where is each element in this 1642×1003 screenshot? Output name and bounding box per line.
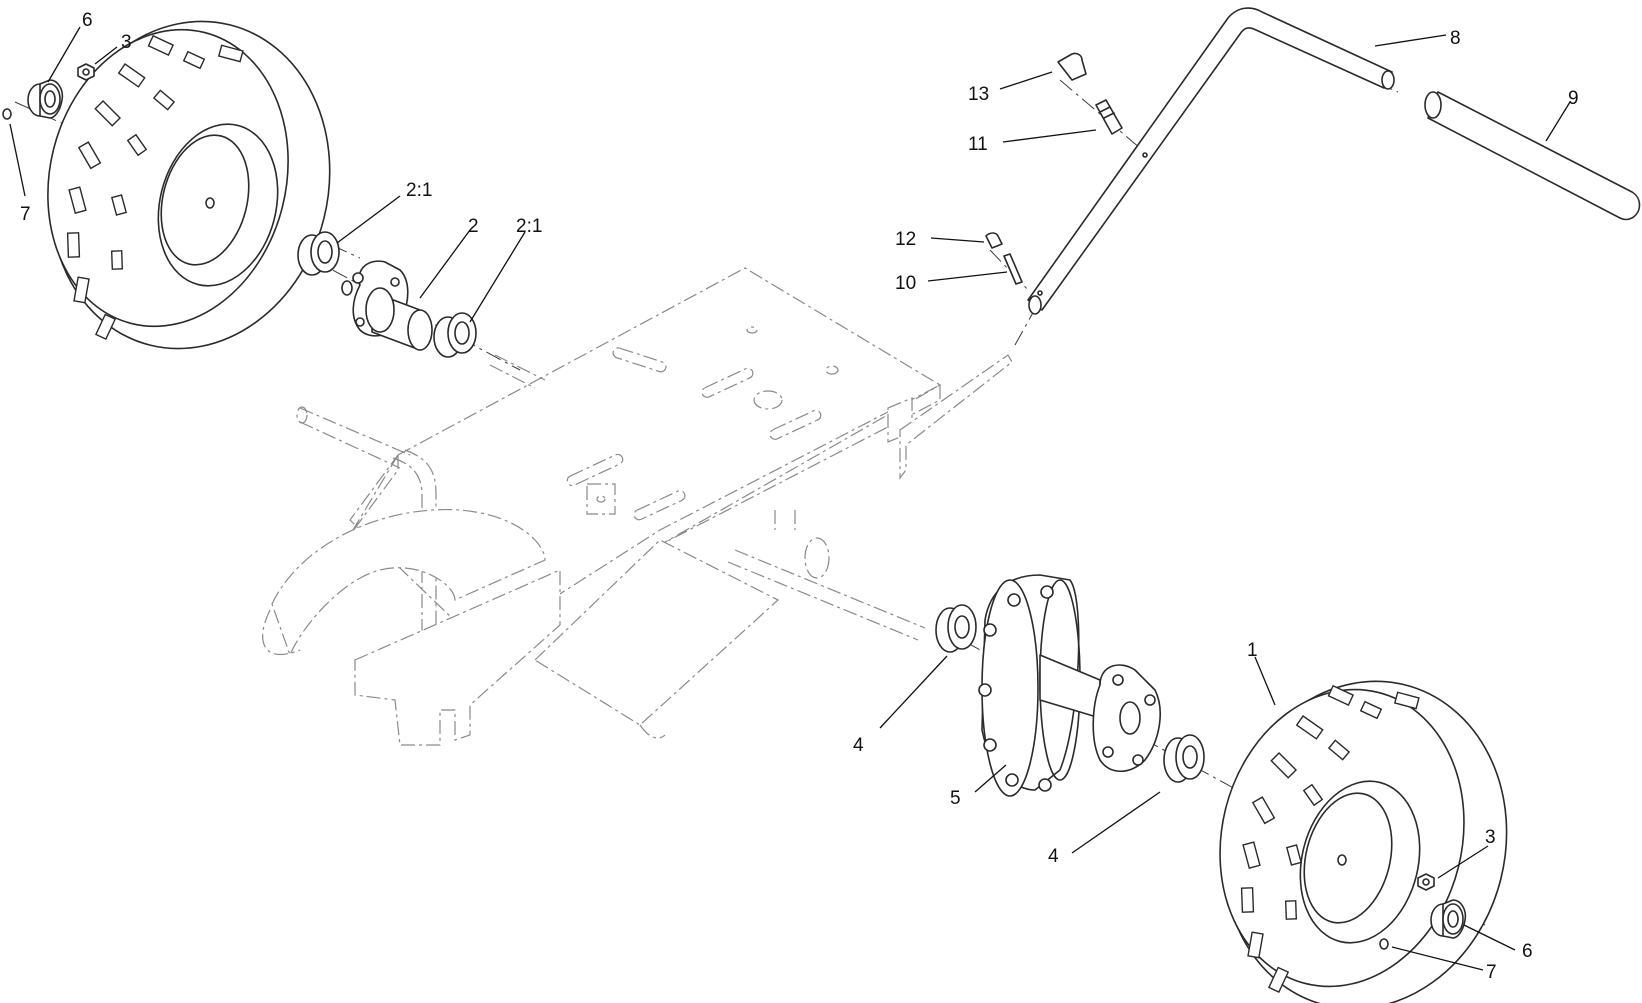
callout-2: 2 xyxy=(468,216,479,237)
callout-12: 12 xyxy=(895,229,916,250)
callout-11: 11 xyxy=(968,134,988,155)
left-wheel-tire xyxy=(47,20,331,350)
callout-9: 9 xyxy=(1568,88,1579,109)
nut-3-left xyxy=(77,63,95,81)
leader-lines xyxy=(9,26,1571,971)
callout-6-right: 6 xyxy=(1522,941,1533,962)
handle-assembly xyxy=(985,7,1641,315)
right-tire-tread xyxy=(1240,684,1420,994)
callout-13: 13 xyxy=(968,84,989,105)
callout-7-right: 7 xyxy=(1486,962,1497,983)
callout-6-top-left: 6 xyxy=(82,10,93,31)
grip-9 xyxy=(1427,91,1641,221)
chassis-ghost xyxy=(262,267,1013,746)
callout-3-right: 3 xyxy=(1485,827,1496,848)
pin-11 xyxy=(1095,99,1123,135)
callout-4-right: 4 xyxy=(1048,846,1059,867)
front-hub-assembly xyxy=(297,231,477,358)
nut-3-right xyxy=(1417,873,1435,891)
callout-7-top-left: 7 xyxy=(20,204,31,225)
setscrew-7-left xyxy=(2,108,12,120)
callout-8: 8 xyxy=(1450,28,1461,49)
callout-2-1-right: 2:1 xyxy=(516,216,542,237)
cap-13 xyxy=(1057,52,1087,81)
callout-1: 1 xyxy=(1247,640,1258,661)
callout-labels: 6 3 7 2:1 2 2:1 8 9 13 11 12 10 1 4 5 4 … xyxy=(20,10,1579,983)
callout-3-top-left: 3 xyxy=(121,32,132,53)
callout-4-left: 4 xyxy=(853,735,864,756)
pin-10 xyxy=(1003,253,1023,285)
callout-10: 10 xyxy=(895,273,916,294)
rear-hub-assembly xyxy=(935,574,1205,797)
callout-2-1-left: 2:1 xyxy=(406,180,432,201)
callout-5: 5 xyxy=(950,788,961,809)
right-wheel-hardware xyxy=(1379,873,1467,950)
setscrew-7-right xyxy=(1379,938,1389,950)
left-tire-tread xyxy=(66,34,244,341)
left-wheel-hardware xyxy=(2,63,95,120)
handle-tube-8 xyxy=(1027,7,1393,311)
cap-12 xyxy=(985,232,1003,249)
